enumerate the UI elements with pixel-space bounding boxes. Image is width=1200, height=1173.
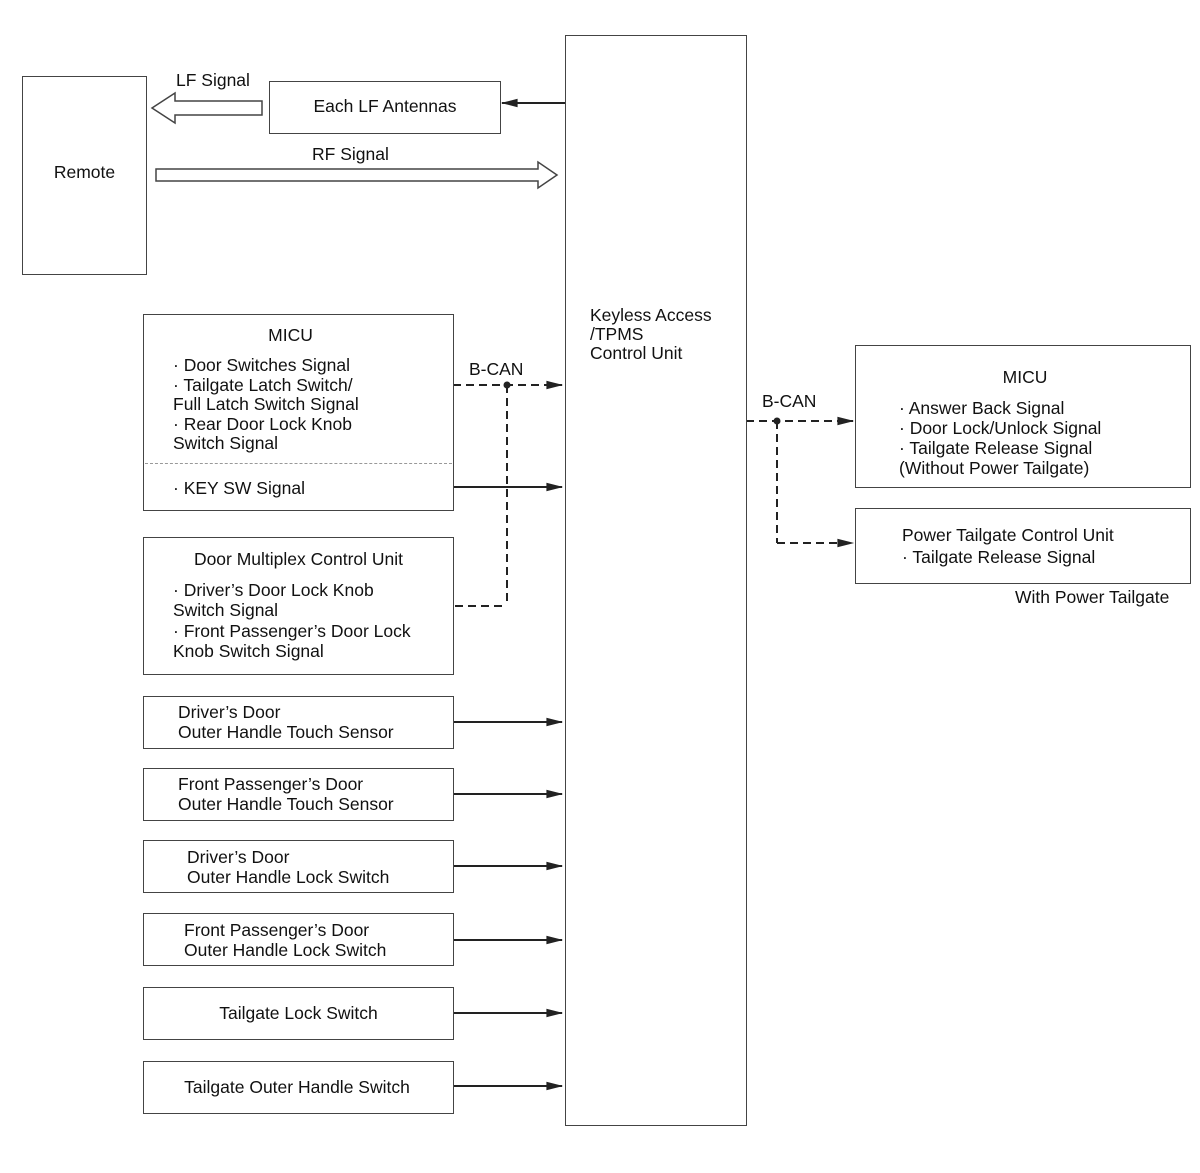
sensor-box-6 <box>143 1061 454 1114</box>
micu-right-line-3: · Tailgate Release Signal <box>899 438 1093 458</box>
control-unit-line-3: Control Unit <box>590 343 683 363</box>
micu-right-title: MICU <box>1002 367 1048 387</box>
sensor-box-5 <box>143 987 454 1040</box>
sensor-2-line-1: Front Passenger’s Door <box>178 774 364 794</box>
control-unit-line-2: /TPMS <box>590 324 644 344</box>
micu-left-line-4: · Rear Door Lock Knob <box>173 414 352 434</box>
sensor-box-1 <box>143 696 454 749</box>
micu-left-title: MICU <box>268 325 313 345</box>
door-multiplex-line-2: Switch Signal <box>173 600 279 620</box>
door-multiplex-title: Door Multiplex Control Unit <box>193 549 404 569</box>
control-unit-box <box>565 35 747 1126</box>
remote-label: Remote <box>53 162 116 182</box>
sensor-5-line-1: Tailgate Lock Switch <box>219 1003 378 1023</box>
sensor-1-line-1: Driver’s Door <box>178 702 281 722</box>
micu-right-box <box>855 345 1191 488</box>
sensor-1-line-2: Outer Handle Touch Sensor <box>178 722 394 742</box>
sensor-2-line-2: Outer Handle Touch Sensor <box>178 794 394 814</box>
micu-left-box <box>143 314 454 511</box>
rf-signal-arrow <box>155 160 559 190</box>
sensor-box-3 <box>143 840 454 893</box>
door-multiplex-line-1: · Driver’s Door Lock Knob <box>173 580 374 600</box>
micu-right-line-4: (Without Power Tailgate) <box>899 458 1090 478</box>
micu-right-line-1: · Answer Back Signal <box>899 398 1065 418</box>
micu-left-key-sw: · KEY SW Signal <box>173 478 305 498</box>
power-tailgate-box <box>855 508 1191 584</box>
bcan-left-label: B-CAN <box>469 359 524 379</box>
lf-signal-arrow <box>150 91 263 125</box>
lf-signal-label: LF Signal <box>176 70 250 90</box>
door-multiplex-line-4: Knob Switch Signal <box>173 641 324 661</box>
sensor-3-line-2: Outer Handle Lock Switch <box>187 867 390 887</box>
sensor-box-2 <box>143 768 454 821</box>
micu-left-line-3: Full Latch Switch Signal <box>173 394 359 414</box>
door-multiplex-line-3: · Front Passenger’s Door Lock <box>173 621 411 641</box>
power-tailgate-note: With Power Tailgate <box>1015 587 1170 607</box>
micu-left-line-1: · Door Switches Signal <box>173 355 351 375</box>
sensor-4-line-1: Front Passenger’s Door <box>184 920 370 940</box>
bcan-right-label: B-CAN <box>762 391 817 411</box>
sensor-4-line-2: Outer Handle Lock Switch <box>184 940 387 960</box>
sensor-3-line-1: Driver’s Door <box>187 847 290 867</box>
micu-right-line-2: · Door Lock/Unlock Signal <box>899 418 1102 438</box>
rf-signal-label: RF Signal <box>312 144 389 164</box>
micu-left-line-5: Switch Signal <box>173 433 279 453</box>
power-tailgate-line: · Tailgate Release Signal <box>902 547 1096 567</box>
bcan-left-junction <box>503 381 511 389</box>
micu-left-divider <box>145 463 452 464</box>
micu-left-line-2: · Tailgate Latch Switch/ <box>173 375 353 395</box>
sensor-box-4 <box>143 913 454 966</box>
control-unit-line-1: Keyless Access <box>590 305 712 325</box>
bcan-right-junction <box>773 417 781 425</box>
sensor-6-line-1: Tailgate Outer Handle Switch <box>184 1077 410 1097</box>
lf-antennas-box <box>269 81 501 134</box>
remote-box <box>22 76 147 275</box>
power-tailgate-title: Power Tailgate Control Unit <box>902 525 1114 545</box>
door-multiplex-box <box>143 537 454 675</box>
lf-antennas-label: Each LF Antennas <box>313 96 457 116</box>
